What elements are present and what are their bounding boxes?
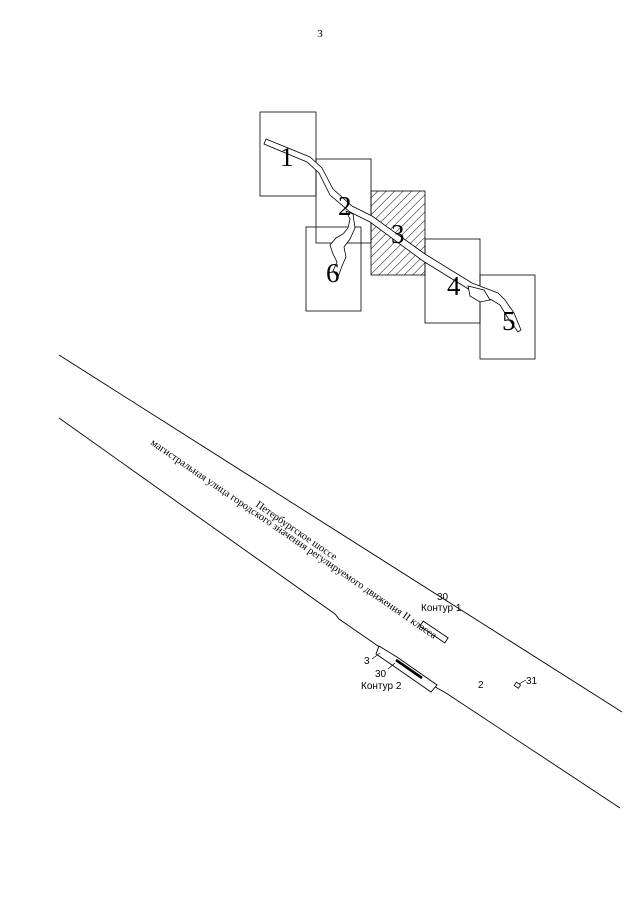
route-widening [467, 285, 491, 303]
sheet-frame-6 [305, 226, 362, 312]
plot-3-leader [371, 652, 381, 660]
contour-2-leader [387, 662, 396, 670]
sheet-frame-1 [259, 111, 317, 197]
street-plan: 30 Контур 1 30 Контур 2 3 2 31 Петербург… [58, 354, 623, 809]
sheet-frame-5 [479, 274, 536, 360]
plot-label-3: 3 [364, 656, 370, 667]
plot-label-31: 31 [526, 676, 538, 687]
contour-2-label: Контур 2 [361, 681, 402, 692]
road-boundary-upper [58, 354, 623, 713]
road-boundary-lower [58, 417, 621, 809]
contour-1-shape [419, 620, 449, 644]
contour-1-number: 30 [437, 592, 449, 603]
sheet-label-6: 6 [326, 258, 340, 288]
plot-31-leader [518, 679, 527, 685]
contour-2-thick-edge [395, 658, 423, 680]
street-name: Петербургское шоссе [253, 499, 339, 563]
sheet-label-3: 3 [391, 219, 405, 249]
plot-label-2: 2 [478, 680, 484, 691]
contour-1-label: Контур 1 [421, 603, 462, 614]
contour-2-shape [375, 645, 438, 693]
plot-31-marker [513, 681, 522, 689]
route-outline [263, 138, 522, 333]
page-number: 3 [317, 28, 323, 40]
street-category: магистральная улица городского значения … [148, 437, 438, 641]
sheet-label-1: 1 [280, 142, 294, 172]
sheet-label-2: 2 [338, 191, 352, 221]
sheet-index-map: 1 2 3 4 5 6 [259, 111, 536, 360]
contour-2-number: 30 [375, 669, 387, 680]
sheet-frame-3-hatched [370, 190, 426, 276]
branch-outline [329, 210, 356, 278]
sheet-label-4: 4 [447, 271, 461, 301]
sheet-label-5: 5 [502, 306, 516, 336]
